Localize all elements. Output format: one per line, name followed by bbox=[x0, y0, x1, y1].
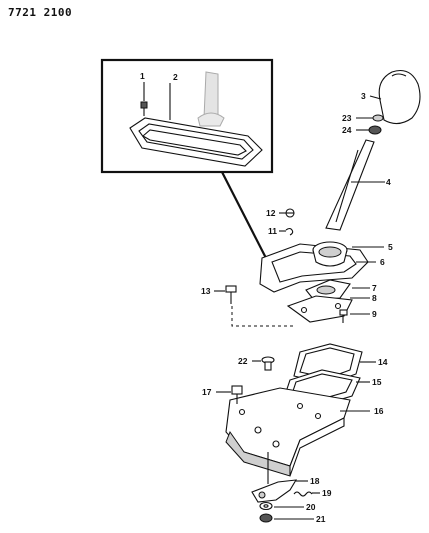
shifter-housing-upper bbox=[259, 241, 384, 293]
callout-11: 11 bbox=[268, 226, 277, 236]
washer-20 bbox=[259, 501, 304, 511]
callout-8: 8 bbox=[372, 293, 377, 303]
callout-14: 14 bbox=[378, 357, 388, 367]
bolt-13 bbox=[214, 285, 296, 327]
callout-labels: 1 2 3 4 5 6 7 8 9 11 12 13 14 15 16 17 1… bbox=[140, 71, 393, 524]
callout-15: 15 bbox=[372, 377, 382, 387]
callout-19: 19 bbox=[322, 488, 332, 498]
callout-9: 9 bbox=[372, 309, 377, 319]
bolt-17 bbox=[216, 385, 243, 404]
callout-3: 3 bbox=[361, 91, 366, 101]
callout-12: 12 bbox=[266, 208, 276, 218]
gasket-7 bbox=[305, 279, 370, 301]
bushing-21 bbox=[259, 513, 314, 523]
callout-13: 13 bbox=[201, 286, 211, 296]
document-number: 7721 2100 bbox=[8, 6, 73, 19]
shift-linkage-18 bbox=[251, 479, 308, 503]
callout-2: 2 bbox=[173, 72, 178, 82]
callout-20: 20 bbox=[306, 502, 316, 512]
inset-detail-box bbox=[100, 58, 274, 263]
callout-21: 21 bbox=[316, 514, 326, 524]
shifter-base-16 bbox=[225, 387, 370, 477]
callout-18: 18 bbox=[310, 476, 320, 486]
spring-19 bbox=[293, 491, 320, 497]
shift-knob bbox=[369, 69, 421, 125]
callout-5: 5 bbox=[388, 242, 393, 252]
fastener-11 bbox=[279, 227, 294, 236]
callout-22: 22 bbox=[238, 356, 248, 366]
callout-17: 17 bbox=[202, 387, 212, 397]
callout-24: 24 bbox=[342, 125, 352, 135]
knob-jam-nut bbox=[356, 114, 384, 135]
screw-22 bbox=[252, 356, 275, 371]
plate-8 bbox=[286, 295, 370, 323]
callout-4: 4 bbox=[386, 177, 391, 187]
callout-23: 23 bbox=[342, 113, 352, 123]
bolt-9 bbox=[339, 309, 370, 323]
callout-1: 1 bbox=[140, 71, 145, 81]
callout-7: 7 bbox=[372, 283, 377, 293]
callout-6: 6 bbox=[380, 257, 385, 267]
callout-16: 16 bbox=[374, 406, 384, 416]
fastener-12 bbox=[279, 208, 295, 218]
shift-lever bbox=[325, 139, 385, 231]
